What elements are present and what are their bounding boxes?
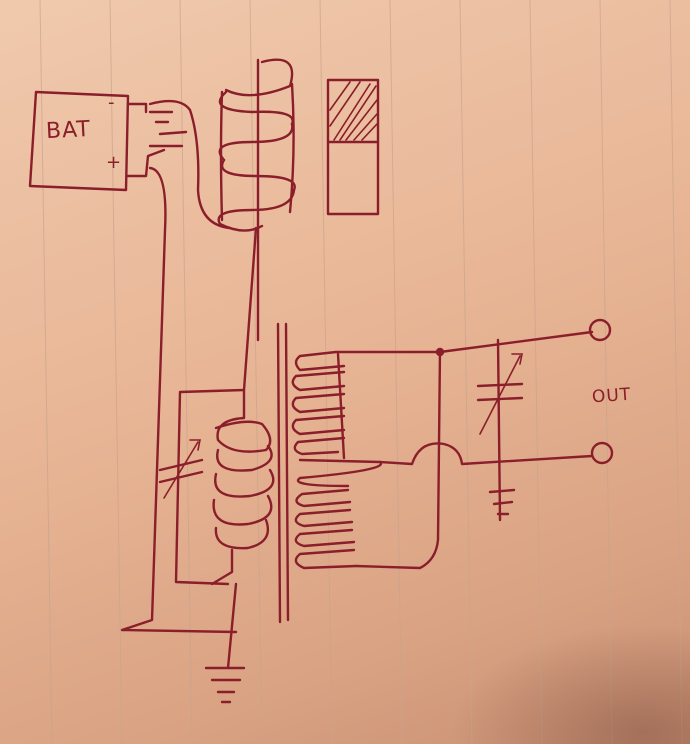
top-coil — [217, 58, 296, 342]
wire-battery-to-ground — [120, 166, 238, 634]
output-terminal-top — [588, 318, 612, 342]
secondary-coil-lower — [294, 348, 442, 570]
primary-coil — [210, 388, 275, 586]
output-wiring — [334, 330, 594, 522]
battery-box — [28, 90, 130, 192]
ground-symbol-bottom — [204, 582, 246, 704]
wire-coil-to-primary — [174, 226, 258, 586]
hatched-block — [326, 78, 380, 216]
wire-battery-to-coil — [148, 99, 232, 230]
battery-minus-sign: - — [108, 92, 116, 113]
battery-plus-sign: + — [106, 152, 123, 173]
variable-capacitor-left — [158, 439, 204, 499]
ruled-lines — [39, 0, 683, 744]
variable-capacitor-right — [476, 353, 524, 435]
output-label: OUT — [591, 384, 632, 408]
secondary-coil-upper — [291, 350, 346, 460]
battery-label: BAT — [45, 116, 92, 145]
transformer-core — [276, 322, 290, 624]
ground-symbol-right — [488, 488, 516, 516]
output-terminal-bottom — [590, 441, 614, 465]
battery-cell-symbol — [126, 102, 188, 178]
